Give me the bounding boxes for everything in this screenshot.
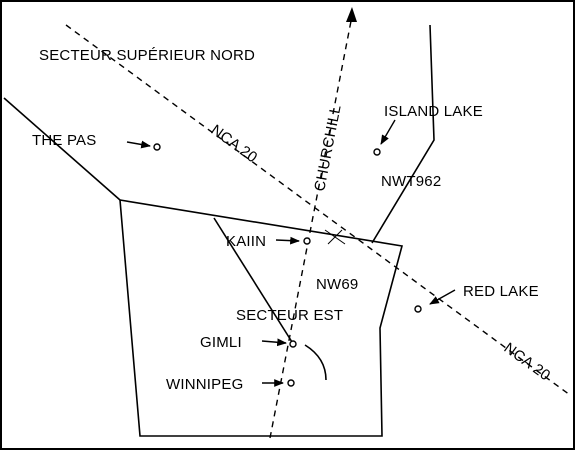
churchill-route-arrowhead <box>346 7 357 22</box>
label-secteur-superieur-nord: SECTEUR SUPÉRIEUR NORD <box>39 47 255 64</box>
label-secteur-est: SECTEUR EST <box>236 307 343 324</box>
red-lake-point <box>414 305 422 313</box>
label-the-pas: THE PAS <box>32 132 96 149</box>
secteur-est-outline <box>119 199 404 437</box>
label-red-lake: RED LAKE <box>463 283 539 300</box>
label-nca20-lower: NCA 20 <box>501 339 554 384</box>
the-pas-arrow-icon <box>126 140 151 149</box>
label-gimli: GIMLI <box>200 334 242 351</box>
label-winnipeg: WINNIPEG <box>166 376 243 393</box>
approach-arc <box>304 344 327 381</box>
winnipeg-point <box>287 379 295 387</box>
boundary-northwest <box>3 97 121 201</box>
route-intersection-mark <box>324 229 346 245</box>
the-pas-point <box>153 143 161 151</box>
churchill-route <box>269 15 353 439</box>
kaiin-point <box>303 237 311 245</box>
label-nw69: NW69 <box>316 276 358 293</box>
label-churchill: CHURCHILL <box>311 103 344 192</box>
label-kaiin: KAIIN <box>226 233 266 250</box>
kaiin-arrow-icon <box>275 236 300 245</box>
island-lake-point <box>373 148 381 156</box>
label-nwt962: NWT962 <box>381 173 441 190</box>
gimli-arrow-icon <box>261 338 287 347</box>
label-nca20-upper: NCA 20 <box>208 121 261 166</box>
boundary-inner <box>213 217 293 343</box>
nca20-route <box>65 24 571 396</box>
label-island-lake: ISLAND LAKE <box>384 103 483 120</box>
red-lake-arrow-icon <box>429 289 456 305</box>
gimli-point <box>289 340 297 348</box>
boundary-northeast <box>371 24 435 244</box>
island-lake-arrow-icon <box>380 119 396 145</box>
